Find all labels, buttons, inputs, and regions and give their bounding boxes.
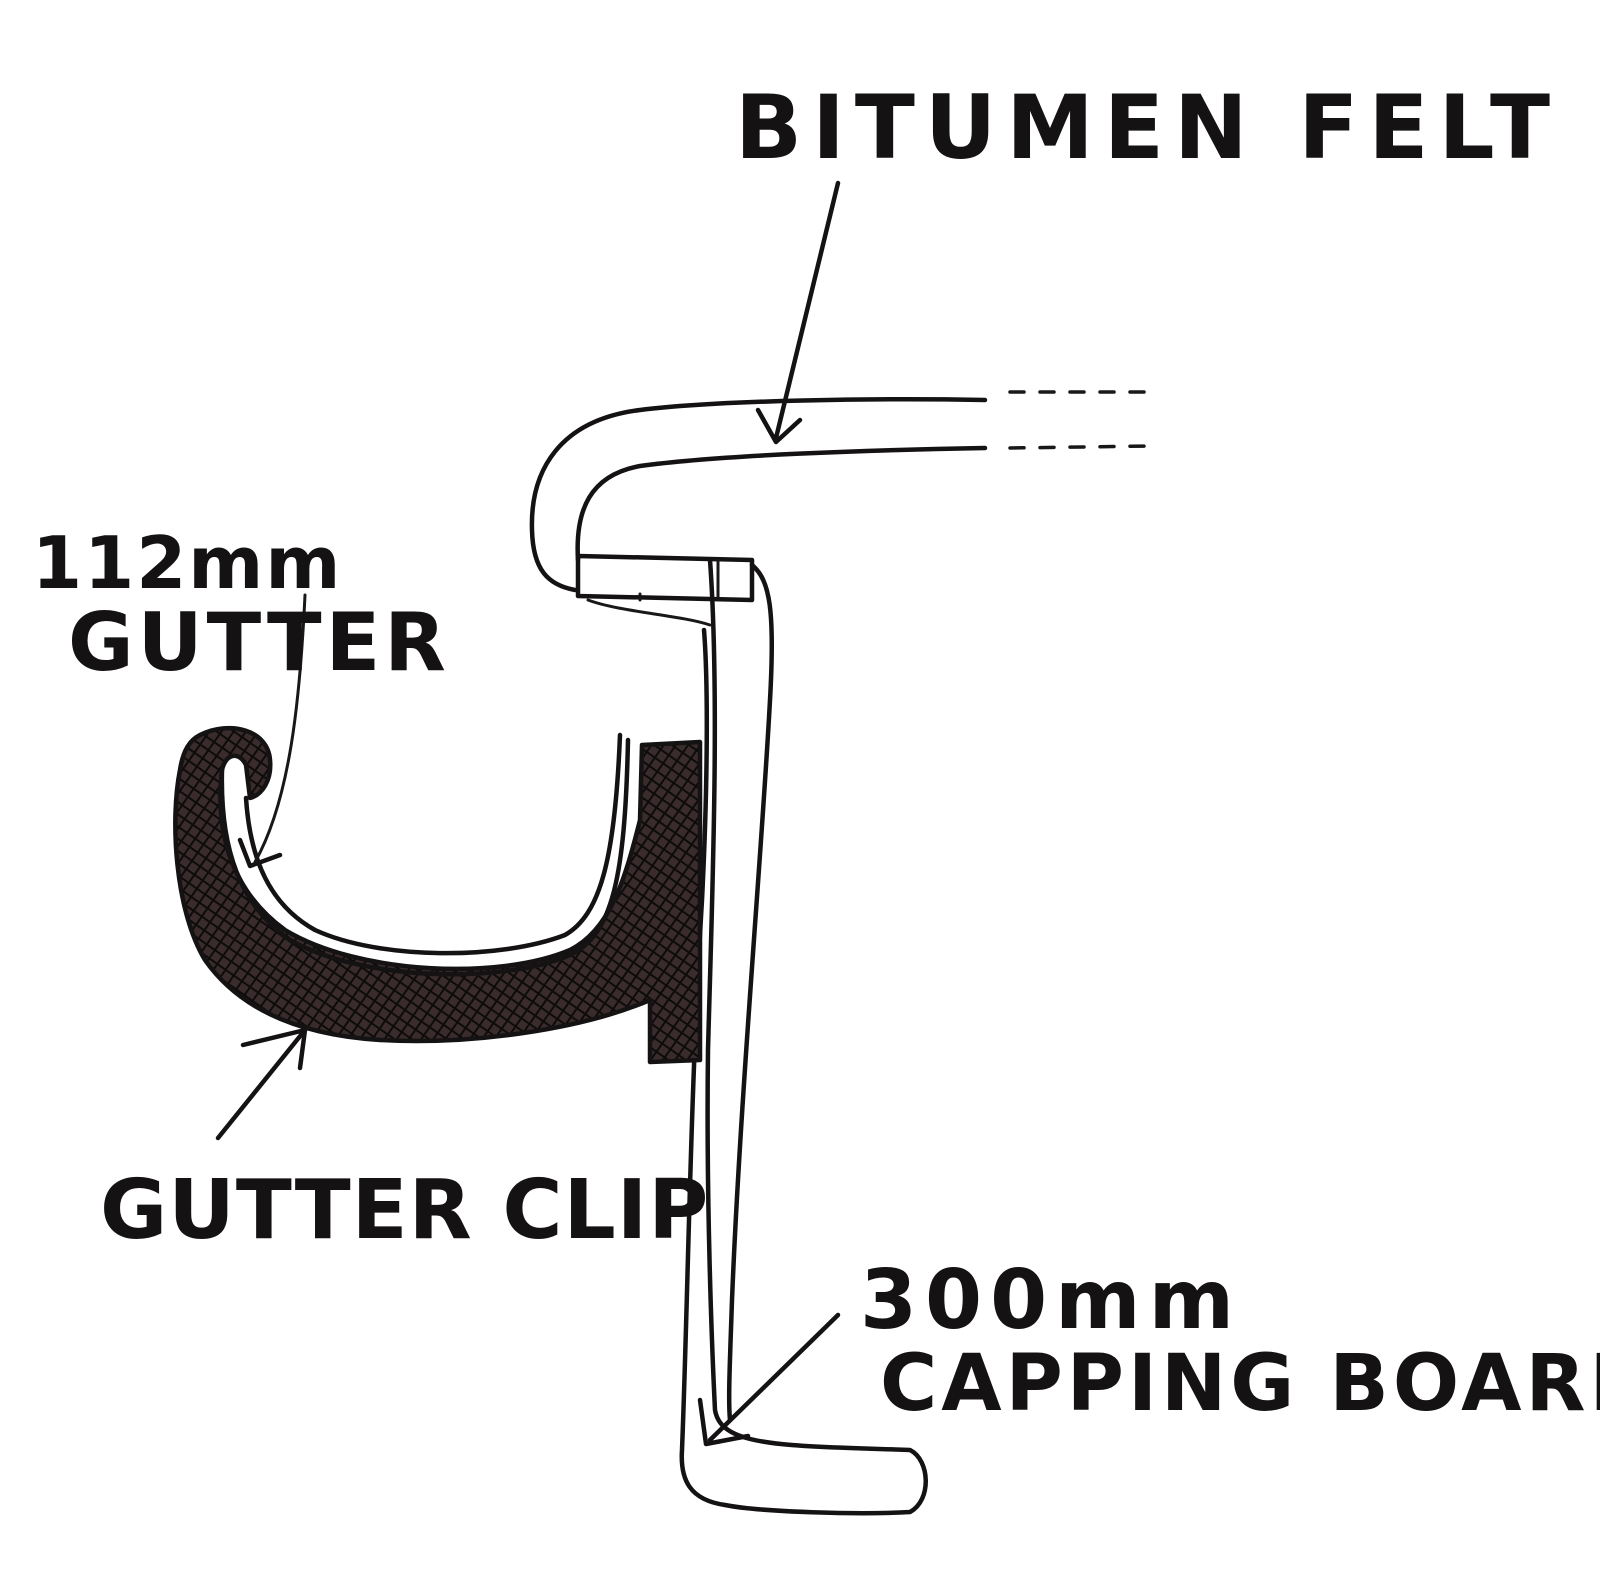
gutter-clip-shape	[173, 725, 703, 1065]
label-capping-size: 300mm	[860, 1253, 1242, 1348]
label-gutter: GUTTER	[68, 596, 450, 689]
label-capping-board: CAPPING BOARD	[880, 1339, 1600, 1429]
capping-board-leader	[697, 1312, 841, 1447]
bitumen-felt-leader	[755, 180, 841, 445]
bitumen-felt-shape	[529, 390, 1152, 593]
gutter-shape	[219, 732, 631, 977]
gutter-clip-leader	[215, 1027, 308, 1141]
label-gutter-size: 112mm	[32, 521, 342, 605]
label-bitumen-felt: BITUMEN FELT	[735, 76, 1560, 179]
gutter-leader	[237, 593, 307, 869]
label-gutter-clip: GUTTER CLIP	[100, 1163, 709, 1258]
top-batten	[575, 553, 755, 627]
